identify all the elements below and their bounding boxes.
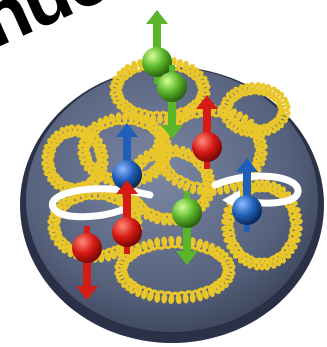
spin-arrow-icon — [146, 10, 168, 24]
